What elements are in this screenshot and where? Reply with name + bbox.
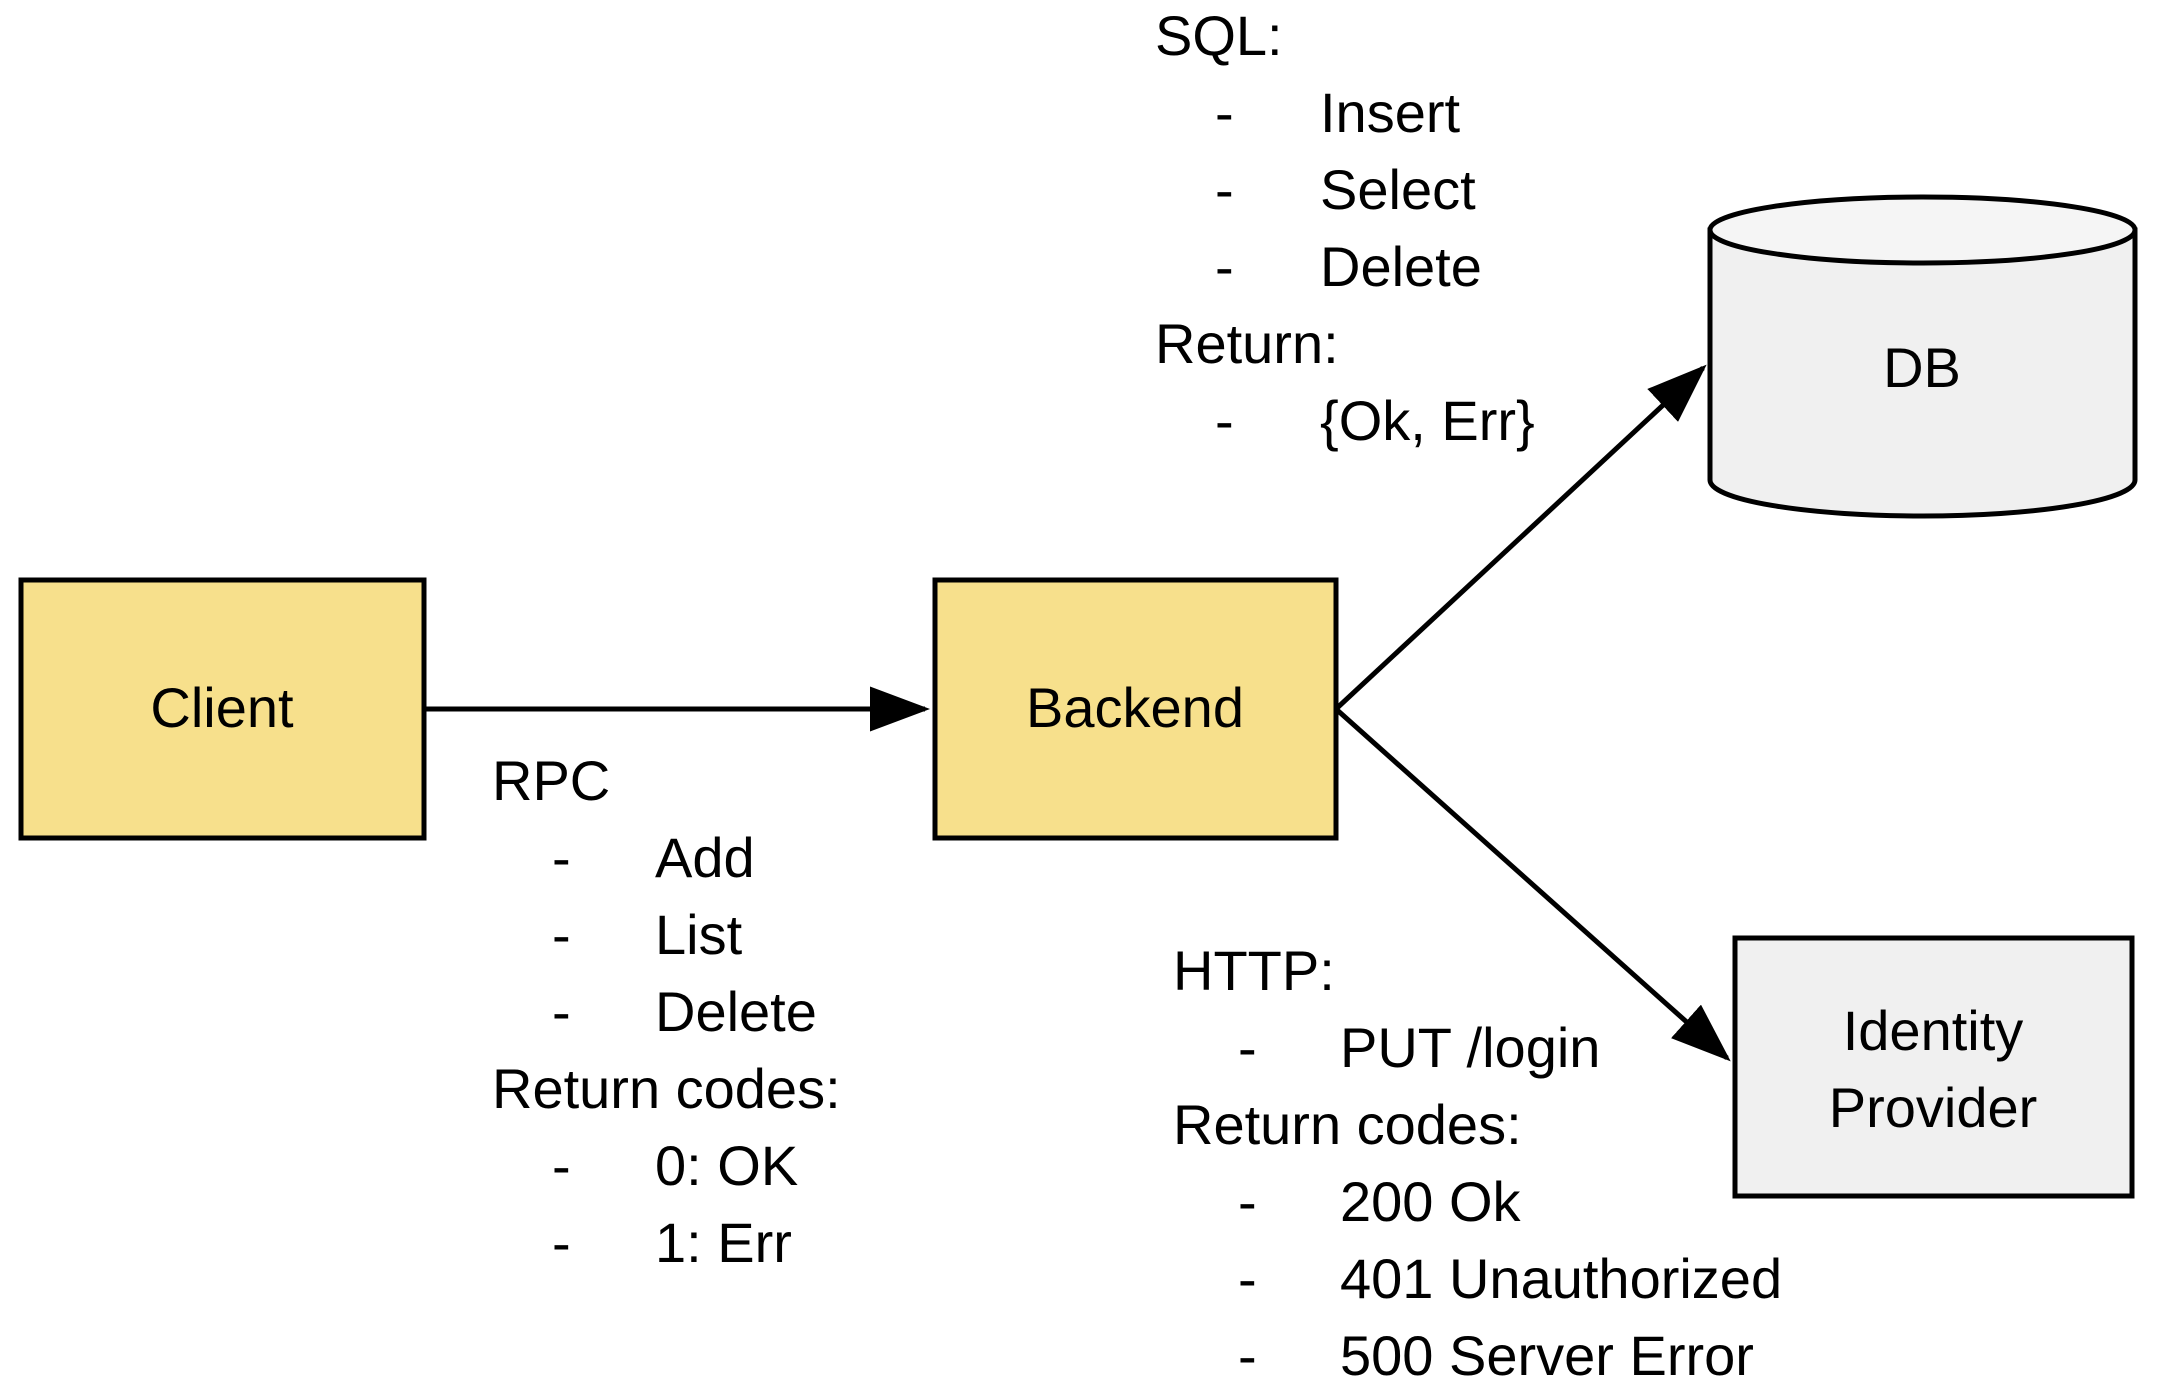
http-subitem-2: 500 Server Error bbox=[1340, 1324, 1754, 1387]
edge-backend-to-db bbox=[1334, 364, 1707, 711]
backend-to-db-arrow bbox=[1334, 364, 1707, 711]
node-identity-provider[interactable]: Identity Provider bbox=[1732, 935, 2135, 1199]
node-db[interactable]: DB bbox=[1707, 194, 2138, 519]
db-label: DB bbox=[1883, 336, 1961, 399]
rpc-item-2: Delete bbox=[655, 980, 817, 1043]
rpc-subheading: Return codes: bbox=[492, 1057, 841, 1120]
rpc-bullet-2: - bbox=[552, 980, 571, 1043]
rpc-subitem-1: 1: Err bbox=[655, 1211, 792, 1274]
rpc-subitem-0: 0: OK bbox=[655, 1134, 798, 1197]
sql-annotation: SQL: - Insert - Select - Delete Return: … bbox=[1155, 4, 1535, 452]
http-subitem-1: 401 Unauthorized bbox=[1340, 1247, 1782, 1310]
rpc-bullet-1: - bbox=[552, 903, 571, 966]
sql-subbullet-0: - bbox=[1215, 389, 1234, 452]
backend-label: Backend bbox=[1026, 676, 1244, 739]
edge-backend-to-identity-provider bbox=[1334, 707, 1731, 1062]
sql-bullet-1: - bbox=[1215, 158, 1234, 221]
sql-item-0: Insert bbox=[1320, 81, 1460, 144]
sql-subheading: Return: bbox=[1155, 312, 1339, 375]
rpc-heading: RPC bbox=[492, 749, 610, 812]
sql-item-2: Delete bbox=[1320, 235, 1482, 298]
rpc-item-1: List bbox=[655, 903, 743, 966]
db-cylinder-top bbox=[1707, 194, 2138, 266]
http-subheading: Return codes: bbox=[1173, 1093, 1522, 1156]
http-subbullet-2: - bbox=[1238, 1324, 1257, 1387]
rpc-item-0: Add bbox=[655, 826, 755, 889]
sql-heading: SQL: bbox=[1155, 4, 1283, 67]
sql-bullet-2: - bbox=[1215, 235, 1234, 298]
client-label: Client bbox=[150, 676, 294, 739]
sql-subitem-0: {Ok, Err} bbox=[1320, 389, 1535, 452]
http-subbullet-1: - bbox=[1238, 1247, 1257, 1310]
identity-provider-label-line1: Identity bbox=[1843, 999, 2024, 1062]
http-subbullet-0: - bbox=[1238, 1170, 1257, 1233]
backend-to-identity-provider-arrow bbox=[1334, 707, 1731, 1062]
http-bullet-0: - bbox=[1238, 1016, 1257, 1079]
http-subitem-0: 200 Ok bbox=[1340, 1170, 1522, 1233]
sql-bullet-0: - bbox=[1215, 81, 1234, 144]
rpc-annotation: RPC - Add - List - Delete Return codes: … bbox=[492, 749, 841, 1274]
node-backend[interactable]: Backend bbox=[932, 577, 1339, 841]
db-cylinder-body[interactable] bbox=[1707, 227, 2138, 519]
node-client[interactable]: Client bbox=[18, 577, 427, 841]
rpc-subbullet-1: - bbox=[552, 1211, 571, 1274]
http-heading: HTTP: bbox=[1173, 939, 1335, 1002]
sql-item-1: Select bbox=[1320, 158, 1476, 221]
http-annotation: HTTP: - PUT /login Return codes: - 200 O… bbox=[1173, 939, 1782, 1387]
rpc-subbullet-0: - bbox=[552, 1134, 571, 1197]
identity-provider-label-line2: Provider bbox=[1829, 1076, 2038, 1139]
http-item-0: PUT /login bbox=[1340, 1016, 1600, 1079]
backend-box[interactable] bbox=[932, 577, 1339, 841]
client-box[interactable] bbox=[18, 577, 427, 841]
rpc-bullet-0: - bbox=[552, 826, 571, 889]
identity-provider-box[interactable] bbox=[1732, 935, 2135, 1199]
